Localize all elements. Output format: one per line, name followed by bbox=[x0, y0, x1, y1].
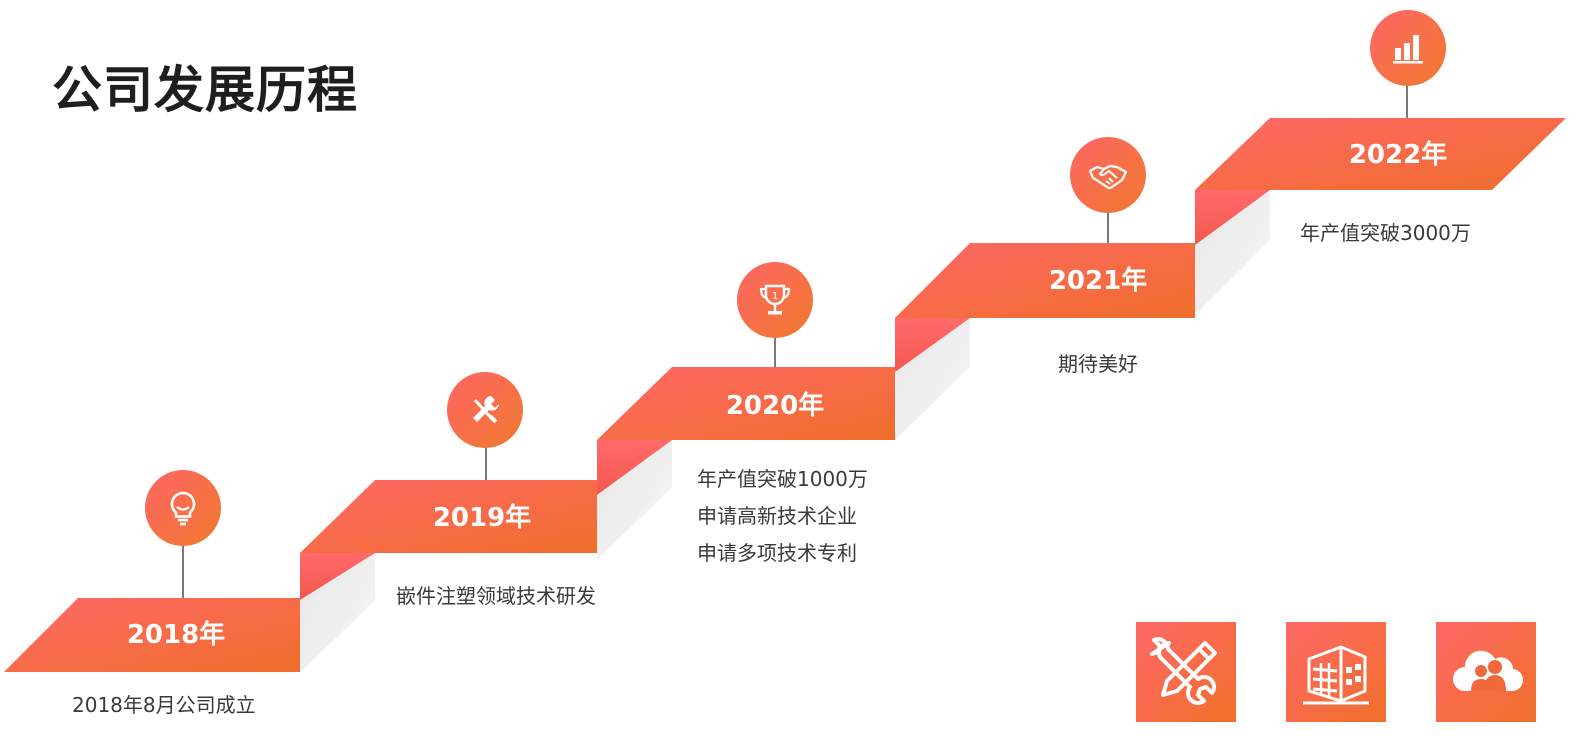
building-icon bbox=[1303, 645, 1369, 705]
step-band-2020 bbox=[597, 367, 895, 440]
year-label-2019: 2019年 bbox=[432, 503, 532, 533]
cloud-users-icon bbox=[1453, 650, 1524, 692]
milestone-badge-2021 bbox=[1070, 137, 1146, 213]
svg-text:1: 1 bbox=[772, 291, 778, 302]
year-label-2020: 2020年 bbox=[725, 391, 825, 421]
pin-2022 bbox=[1406, 86, 1408, 118]
desc-line: 2018年8月公司成立 bbox=[72, 693, 256, 717]
year-label-2022: 2022年 bbox=[1348, 140, 1448, 170]
step-band-2022 bbox=[1195, 118, 1566, 190]
bar-chart-icon bbox=[1393, 35, 1423, 64]
milestone-badge-2020: 1 bbox=[737, 262, 813, 338]
milestone-desc-2018: 2018年8月公司成立 bbox=[72, 687, 256, 724]
trophy-icon: 1 bbox=[759, 284, 791, 315]
pin-2019 bbox=[485, 448, 487, 480]
milestone-desc-2019: 嵌件注塑领域技术研发 bbox=[396, 578, 596, 615]
step-band-2018 bbox=[4, 598, 300, 672]
pin-2021 bbox=[1107, 212, 1109, 243]
year-label-2021: 2021年 bbox=[1048, 266, 1148, 296]
desc-line: 年产值突破1000万 bbox=[697, 467, 868, 491]
lightbulb-icon bbox=[170, 491, 196, 526]
tile-tools bbox=[1136, 622, 1236, 722]
step-band-2019 bbox=[300, 480, 597, 553]
desc-line: 期待美好 bbox=[1058, 352, 1138, 376]
milestone-desc-2021: 期待美好 bbox=[1058, 346, 1138, 383]
desc-line: 申请多项技术专利 bbox=[697, 541, 857, 565]
desc-line: 嵌件注塑领域技术研发 bbox=[396, 584, 596, 608]
step-riser-2022 bbox=[1195, 190, 1270, 245]
desc-line: 年产值突破3000万 bbox=[1300, 221, 1471, 245]
step-riser-2021 bbox=[895, 318, 970, 372]
year-label-2018: 2018年 bbox=[126, 620, 226, 650]
step-riser-2020 bbox=[597, 440, 672, 495]
milestone-badge-2022 bbox=[1370, 10, 1446, 86]
desc-line: 申请高新技术企业 bbox=[697, 504, 857, 528]
milestone-desc-2022: 年产值突破3000万 bbox=[1300, 215, 1471, 252]
page-title: 公司发展历程 bbox=[52, 61, 358, 119]
tile-cloud-users bbox=[1436, 622, 1536, 722]
step-riser-2019 bbox=[300, 553, 375, 600]
milestone-badge-2018 bbox=[145, 470, 221, 546]
pin-2018 bbox=[182, 545, 184, 598]
tools-icon bbox=[473, 396, 499, 424]
pin-2020 bbox=[774, 337, 776, 367]
milestone-desc-2020: 年产值突破1000万 申请高新技术企业 申请多项技术专利 bbox=[697, 461, 868, 572]
wrench-pencil-icon bbox=[1150, 637, 1217, 705]
handshake-icon bbox=[1088, 164, 1128, 190]
tile-building bbox=[1286, 622, 1386, 722]
milestone-badge-2019 bbox=[447, 372, 523, 448]
step-band-2021 bbox=[895, 243, 1195, 318]
